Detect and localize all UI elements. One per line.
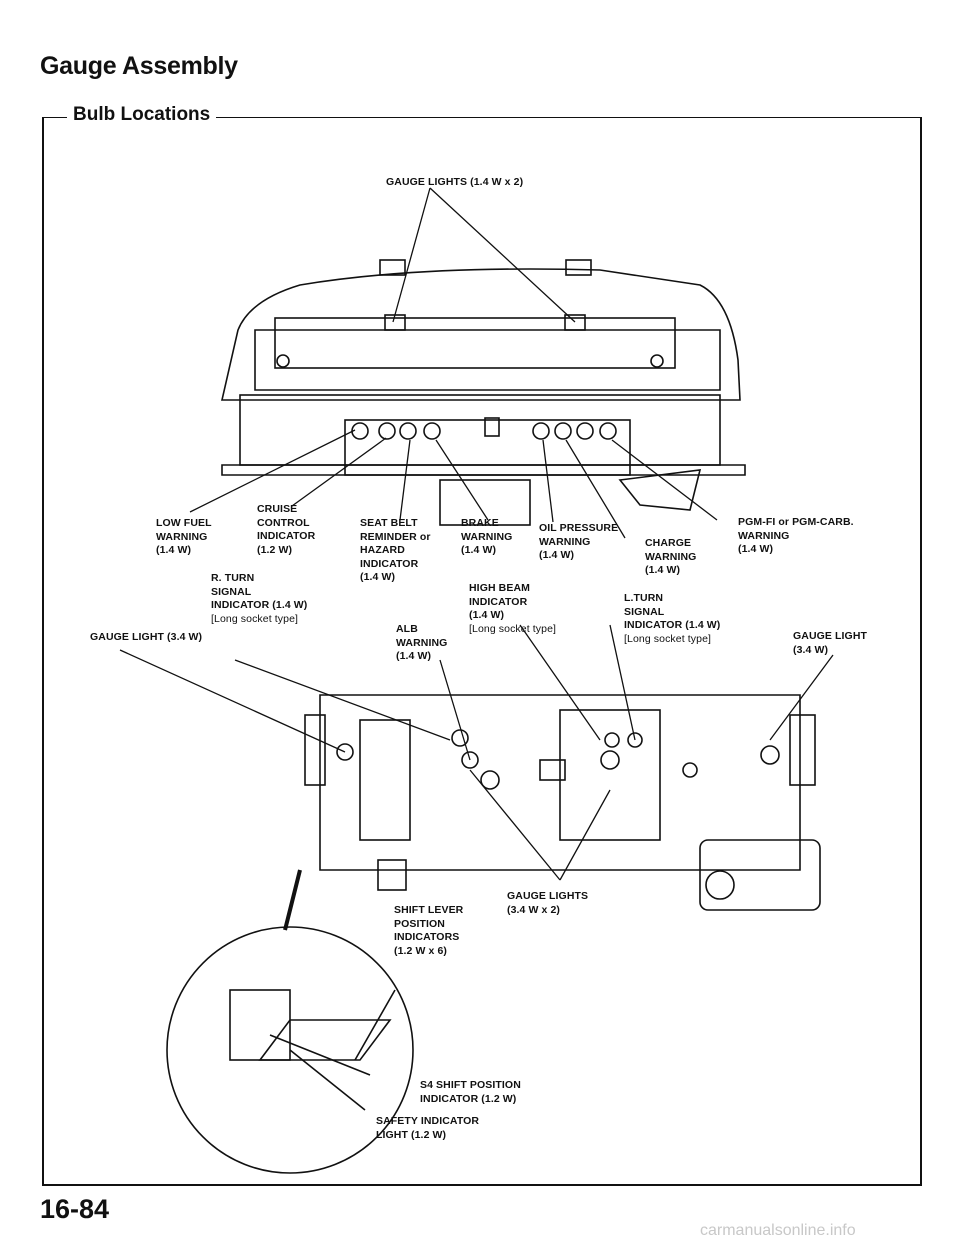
page-title: Gauge Assembly	[40, 52, 238, 80]
shift-indicator-inset	[166, 869, 414, 1174]
diagram-frame	[42, 117, 922, 1186]
label-gauge-light-right: GAUGE LIGHT(3.4 W)	[793, 630, 868, 656]
page-number: 16-84	[40, 1194, 110, 1224]
cluster-rear-view	[304, 694, 821, 911]
label-pgm-warning: PGM-FI or PGM-CARB.WARNING(1.4 W)	[738, 516, 854, 555]
watermark: carmanualsonline.info	[700, 1222, 856, 1239]
label-gauge-light-left: GAUGE LIGHT (3.4 W)	[90, 631, 203, 643]
label-gauge-lights-top: GAUGE LIGHTS (1.4 W x 2)	[386, 176, 524, 188]
cluster-top-view	[220, 259, 746, 526]
section-title: Bulb Locations	[67, 104, 217, 126]
label-gauge-lights-bottom: GAUGE LIGHTS(3.4 W x 2)	[507, 890, 589, 916]
leader-lines	[119, 187, 834, 881]
